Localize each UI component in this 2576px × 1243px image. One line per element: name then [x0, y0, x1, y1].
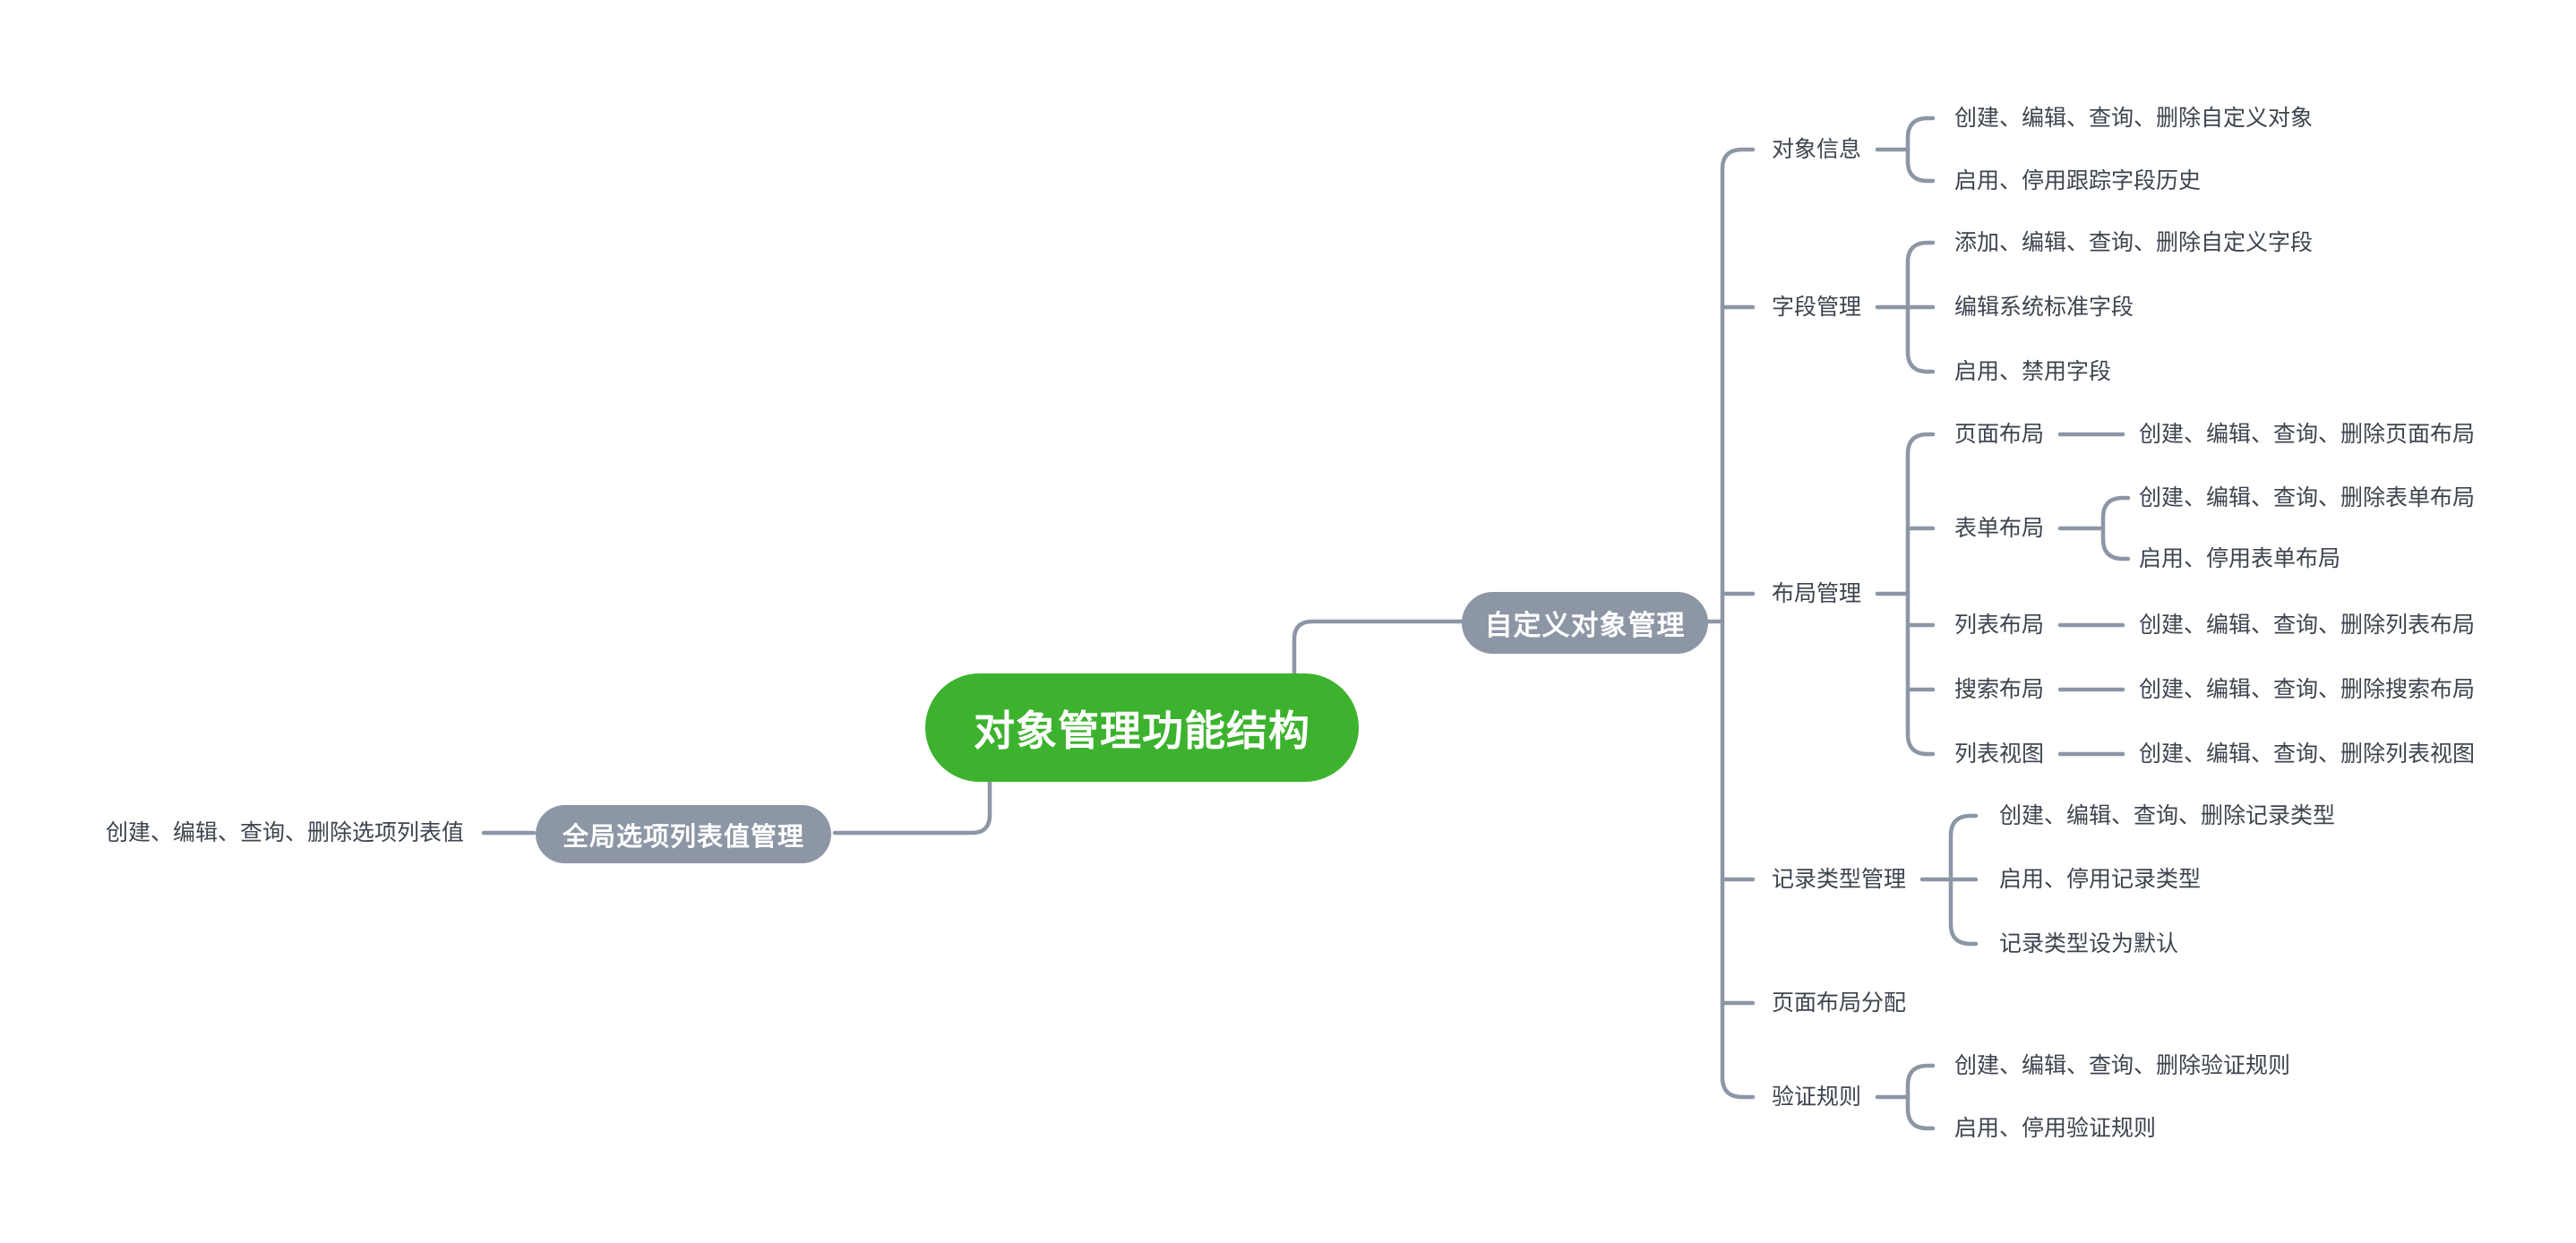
topic-field-management[interactable]: 字段管理 — [1772, 295, 1862, 320]
topic-list-layout[interactable]: 列表布局 — [1954, 613, 2045, 638]
leaf-edit-standard-field[interactable]: 编辑系统标准字段 — [1954, 295, 2134, 320]
connector-right-trunk — [1705, 147, 1756, 1100]
topic-page-layout-assignment[interactable]: 页面布局分配 — [1772, 990, 1907, 1016]
leaf-object-crud[interactable]: 创建、编辑、查询、删除自定义对象 — [1954, 106, 2314, 131]
leaf-record-type-crud[interactable]: 创建、编辑、查询、删除记录类型 — [1999, 803, 2336, 828]
leaf-record-type-toggle[interactable]: 启用、停用记录类型 — [1999, 867, 2202, 892]
leaf-validation-rule-toggle[interactable]: 启用、停用验证规则 — [1954, 1116, 2157, 1141]
topic-page-layout[interactable]: 页面布局 — [1954, 422, 2045, 447]
topic-record-type-management[interactable]: 记录类型管理 — [1772, 867, 1907, 892]
connector-root-to-right-branch — [1292, 619, 1464, 680]
leaf-record-type-default[interactable]: 记录类型设为默认 — [1999, 931, 2179, 956]
connector-validation-rules — [1875, 1063, 1936, 1131]
topic-form-layout[interactable]: 表单布局 — [1954, 516, 2045, 541]
branch-global-picklist-management[interactable]: 全局选项列表值管理 — [536, 805, 831, 863]
connector-layout-management — [1875, 432, 2131, 757]
topic-validation-rules[interactable]: 验证规则 — [1772, 1084, 1862, 1110]
topic-search-layout[interactable]: 搜索布局 — [1954, 677, 2045, 702]
leaf-form-layout-crud[interactable]: 创建、编辑、查询、删除表单布局 — [2139, 485, 2476, 510]
connector-object-info — [1875, 116, 1936, 184]
connector-record-type-management — [1919, 813, 1979, 947]
leaf-validation-rule-crud[interactable]: 创建、编辑、查询、删除验证规则 — [1954, 1053, 2291, 1078]
leaf-field-toggle[interactable]: 启用、禁用字段 — [1954, 359, 2112, 384]
central-topic[interactable]: 对象管理功能结构 — [925, 673, 1359, 782]
leaf-list-view-crud[interactable]: 创建、编辑、查询、删除列表视图 — [2139, 742, 2476, 767]
topic-object-info[interactable]: 对象信息 — [1772, 137, 1862, 162]
connector-root-to-left-branch — [481, 776, 992, 836]
topic-layout-management[interactable]: 布局管理 — [1772, 581, 1862, 606]
branch-custom-object-management[interactable]: 自定义对象管理 — [1462, 592, 1708, 654]
leaf-list-layout-crud[interactable]: 创建、编辑、查询、删除列表布局 — [2139, 613, 2476, 638]
leaf-search-layout-crud[interactable]: 创建、编辑、查询、删除搜索布局 — [2139, 677, 2476, 702]
leaf-page-layout-crud[interactable]: 创建、编辑、查询、删除页面布局 — [2139, 422, 2476, 447]
leaf-form-layout-toggle[interactable]: 启用、停用表单布局 — [2139, 546, 2341, 571]
leaf-picklist-crud[interactable]: 创建、编辑、查询、删除选项列表值 — [106, 820, 465, 845]
leaf-field-history-toggle[interactable]: 启用、停用跟踪字段历史 — [1954, 168, 2202, 193]
connector-field-management — [1875, 240, 1936, 374]
leaf-custom-field-crud[interactable]: 添加、编辑、查询、删除自定义字段 — [1954, 230, 2314, 255]
topic-list-view[interactable]: 列表视图 — [1954, 742, 2045, 767]
